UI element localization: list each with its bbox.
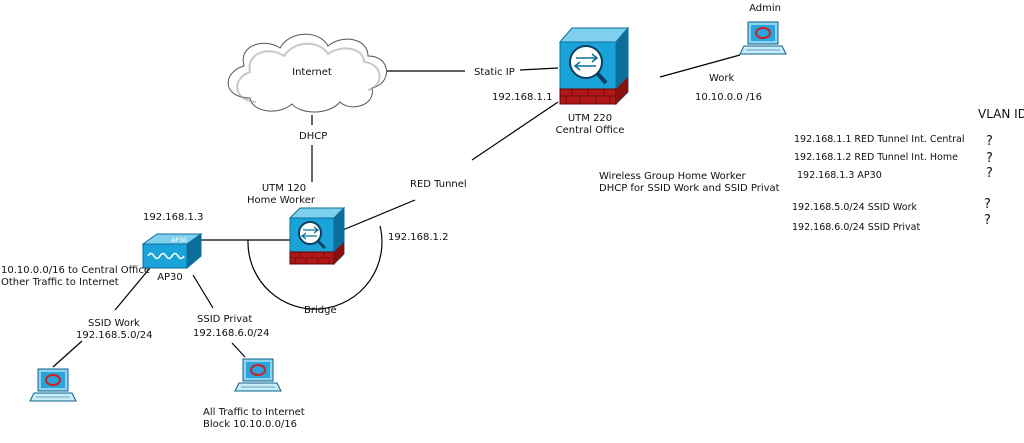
vlan-row-5-id: ? bbox=[984, 213, 991, 228]
link-redtunnel-utm220 bbox=[471, 101, 559, 161]
ssid-privat-client-pc-icon[interactable] bbox=[234, 358, 282, 392]
home-red-ip-label: 192.168.1.2 bbox=[388, 232, 448, 243]
bridge-arc bbox=[247, 225, 383, 310]
utm220-name: UTM 220 bbox=[568, 113, 612, 124]
privat-client-note-2: Block 10.10.0.0/16 bbox=[203, 419, 297, 430]
ap-routing-note-1: 10.10.0.0/16 to Central Office bbox=[1, 265, 150, 276]
utm120-appliance[interactable] bbox=[288, 206, 346, 266]
ssid-work-net: 192.168.5.0/24 bbox=[76, 330, 153, 341]
utm220-appliance[interactable] bbox=[558, 26, 630, 106]
links bbox=[52, 54, 741, 368]
vlan-row-4-text: 192.168.5.0/24 SSID Work bbox=[792, 202, 917, 213]
link-ssidprivat-client bbox=[231, 342, 246, 358]
admin-label: Admin bbox=[749, 3, 781, 14]
static-ip-label: Static IP bbox=[474, 67, 515, 78]
internet-cloud: Internet bbox=[227, 33, 387, 113]
wireless-group-note-2: DHCP for SSID Work and SSID Privat bbox=[599, 183, 780, 194]
vlan-row-2-id: ? bbox=[986, 151, 993, 166]
vlan-row-3-id: ? bbox=[986, 166, 993, 181]
ap-routing-note-2: Other Traffic to Internet bbox=[1, 277, 119, 288]
ap30-ip: 192.168.1.3 bbox=[143, 212, 203, 223]
work-label: Work bbox=[709, 73, 735, 84]
link-utm220-admin bbox=[659, 54, 741, 78]
vlan-table-header: VLAN ID bbox=[978, 107, 1024, 121]
internet-label: Internet bbox=[292, 67, 332, 78]
utm120-location: Home Worker bbox=[247, 195, 316, 206]
vlan-row-4-id: ? bbox=[984, 197, 991, 212]
utm120-name: UTM 120 bbox=[262, 183, 306, 194]
link-ap30-ssidprivat bbox=[192, 274, 214, 309]
ssid-privat-name: SSID Privat bbox=[197, 314, 252, 325]
work-net-label: 10.10.0.0 /16 bbox=[695, 92, 762, 103]
ssid-privat-net: 192.168.6.0/24 bbox=[193, 328, 270, 339]
vlan-row-1-id: ? bbox=[986, 134, 993, 149]
ssid-work-name: SSID Work bbox=[88, 318, 140, 329]
red-tunnel-label: RED Tunnel bbox=[410, 179, 467, 190]
wireless-group-note-1: Wireless Group Home Worker bbox=[599, 171, 746, 182]
vlan-row-2-text: 192.168.1.2 RED Tunnel Int. Home bbox=[794, 152, 958, 163]
bridge-label: Bridge bbox=[304, 305, 337, 316]
link-ssidwork-client bbox=[52, 340, 83, 368]
admin-pc-icon[interactable] bbox=[739, 21, 787, 55]
ssid-work-client-pc-icon[interactable] bbox=[29, 368, 77, 402]
ap30-badge: AP30 bbox=[171, 237, 187, 244]
dhcp-label: DHCP bbox=[299, 131, 327, 142]
privat-client-note-1: All Traffic to Internet bbox=[203, 407, 305, 418]
ap30-name: AP30 bbox=[157, 272, 183, 283]
link-ap30-ssidwork bbox=[114, 267, 151, 311]
vlan-row-1-text: 192.168.1.1 RED Tunnel Int. Central bbox=[794, 134, 964, 145]
vlan-row-5-text: 192.168.6.0/24 SSID Privat bbox=[792, 222, 920, 233]
utm220-ip: 192.168.1.1 bbox=[492, 92, 552, 103]
link-static-utm220 bbox=[519, 67, 559, 71]
vlan-table: VLAN ID 192.168.1.1 RED Tunnel Int. Cent… bbox=[792, 107, 1024, 233]
utm220-location: Central Office bbox=[556, 125, 625, 136]
link-utm120-redtunnel bbox=[337, 199, 416, 233]
vlan-row-3-text: 192.168.1.3 AP30 bbox=[797, 170, 882, 181]
ap30-device[interactable]: AP30 bbox=[141, 233, 203, 270]
